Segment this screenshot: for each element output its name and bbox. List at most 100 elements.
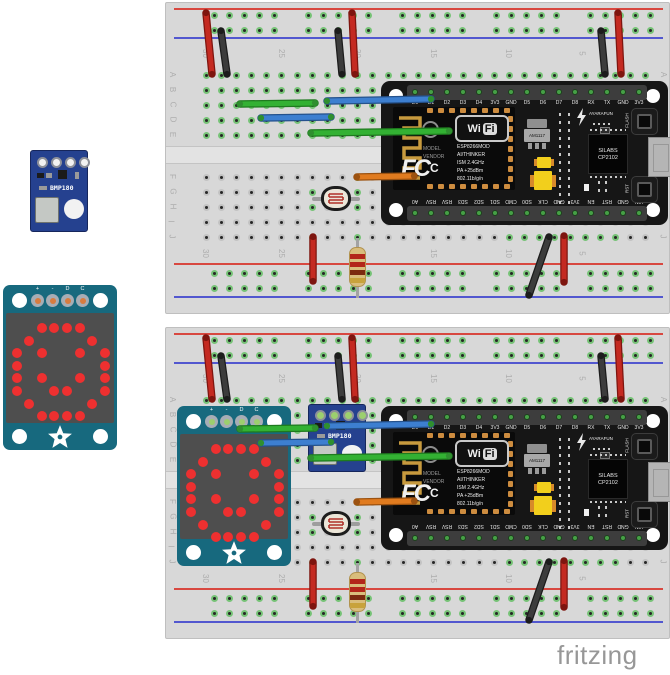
breadboard-hole[interactable] <box>493 12 500 19</box>
breadboard-hole[interactable] <box>369 456 377 464</box>
breadboard-hole[interactable] <box>323 498 331 506</box>
breadboard-hole[interactable] <box>430 558 438 566</box>
header-pin[interactable] <box>539 89 546 95</box>
breadboard-hole[interactable] <box>536 558 544 566</box>
breadboard-hole[interactable] <box>354 71 362 79</box>
breadboard-hole[interactable] <box>647 12 654 19</box>
breadboard-hole[interactable] <box>232 101 240 109</box>
breadboard-hole[interactable] <box>617 12 624 19</box>
breadboard-hole[interactable] <box>271 270 278 277</box>
breadboard-hole[interactable] <box>308 558 316 566</box>
breadboard-hole[interactable] <box>354 203 362 211</box>
breadboard-hole[interactable] <box>339 101 347 109</box>
breadboard-hole[interactable] <box>647 27 654 34</box>
matrix-pin-pad[interactable] <box>76 294 89 307</box>
breadboard-hole[interactable] <box>521 233 529 241</box>
breadboard-hole[interactable] <box>293 558 301 566</box>
breadboard-hole[interactable] <box>536 396 544 404</box>
reset-button[interactable] <box>631 176 658 203</box>
breadboard-hole[interactable] <box>339 131 347 139</box>
header-pin[interactable] <box>635 414 642 420</box>
breadboard-hole[interactable] <box>538 595 545 602</box>
breadboard-hole[interactable] <box>369 558 377 566</box>
breadboard-hole[interactable] <box>211 595 218 602</box>
breadboard-hole[interactable] <box>566 233 574 241</box>
breadboard-hole[interactable] <box>536 233 544 241</box>
breadboard-hole[interactable] <box>369 426 377 434</box>
breadboard-hole[interactable] <box>429 270 436 277</box>
breadboard-hole[interactable] <box>523 610 530 617</box>
breadboard-hole[interactable] <box>263 396 271 404</box>
breadboard-hole[interactable] <box>627 233 635 241</box>
breadboard-hole[interactable] <box>445 71 453 79</box>
breadboard-hole[interactable] <box>339 233 347 241</box>
breadboard-hole[interactable] <box>493 27 500 34</box>
breadboard-hole[interactable] <box>566 396 574 404</box>
breadboard-hole[interactable] <box>248 203 255 211</box>
breadboard-hole[interactable] <box>505 71 513 79</box>
breadboard-hole[interactable] <box>587 337 594 344</box>
breadboard-hole[interactable] <box>429 12 436 19</box>
breadboard-hole[interactable] <box>538 352 545 359</box>
breadboard-hole[interactable] <box>323 131 331 139</box>
breadboard-hole[interactable] <box>335 27 342 34</box>
matrix-pin-pad[interactable] <box>205 415 218 428</box>
bmp180-pin[interactable] <box>51 157 62 168</box>
breadboard-hole[interactable] <box>445 558 453 566</box>
breadboard-hole[interactable] <box>211 285 218 292</box>
breadboard-hole[interactable] <box>339 173 347 181</box>
breadboard-hole[interactable] <box>429 610 436 617</box>
breadboard-hole[interactable] <box>217 86 225 94</box>
breadboard-hole[interactable] <box>551 71 559 79</box>
breadboard-hole[interactable] <box>414 285 421 292</box>
breadboard-hole[interactable] <box>354 513 362 521</box>
breadboard-hole[interactable] <box>278 116 286 124</box>
breadboard-hole[interactable] <box>602 270 609 277</box>
breadboard-hole[interactable] <box>232 203 240 211</box>
breadboard-hole[interactable] <box>293 543 301 551</box>
breadboard-hole[interactable] <box>632 352 639 359</box>
breadboard-hole[interactable] <box>414 558 422 566</box>
header-pin[interactable] <box>411 414 418 420</box>
breadboard-hole[interactable] <box>369 396 377 404</box>
header-pin[interactable] <box>459 414 466 420</box>
breadboard-hole[interactable] <box>217 131 225 139</box>
breadboard-hole[interactable] <box>323 173 331 181</box>
breadboard-hole[interactable] <box>566 71 574 79</box>
header-pin[interactable] <box>555 414 562 420</box>
breadboard-hole[interactable] <box>460 71 468 79</box>
breadboard-hole[interactable] <box>248 131 255 139</box>
breadboard-hole[interactable] <box>365 285 372 292</box>
breadboard-hole[interactable] <box>354 528 362 536</box>
breadboard-hole[interactable] <box>365 270 372 277</box>
breadboard-hole[interactable] <box>354 131 362 139</box>
breadboard-hole[interactable] <box>553 270 560 277</box>
breadboard-hole[interactable] <box>508 595 515 602</box>
matrix-pin-pad[interactable] <box>220 415 233 428</box>
breadboard-hole[interactable] <box>335 337 342 344</box>
breadboard-hole[interactable] <box>553 337 560 344</box>
breadboard-hole[interactable] <box>632 12 639 19</box>
breadboard-hole[interactable] <box>493 285 500 292</box>
breadboard-hole[interactable] <box>308 543 316 551</box>
breadboard-hole[interactable] <box>627 558 635 566</box>
breadboard-hole[interactable] <box>365 12 372 19</box>
breadboard-hole[interactable] <box>202 218 210 226</box>
breadboard-hole[interactable] <box>320 27 327 34</box>
breadboard-hole[interactable] <box>202 396 210 404</box>
breadboard-hole[interactable] <box>444 285 451 292</box>
header-pin[interactable] <box>603 210 610 216</box>
breadboard-hole[interactable] <box>429 337 436 344</box>
header-pin[interactable] <box>603 89 610 95</box>
breadboard-hole[interactable] <box>339 86 347 94</box>
breadboard-hole[interactable] <box>587 27 594 34</box>
breadboard-hole[interactable] <box>523 285 530 292</box>
breadboard-hole[interactable] <box>256 337 263 344</box>
breadboard-hole[interactable] <box>459 610 466 617</box>
header-pin[interactable] <box>539 414 546 420</box>
header-pin[interactable] <box>459 535 466 541</box>
header-pin[interactable] <box>411 89 418 95</box>
breadboard-hole[interactable] <box>430 233 438 241</box>
breadboard-hole[interactable] <box>369 528 377 536</box>
